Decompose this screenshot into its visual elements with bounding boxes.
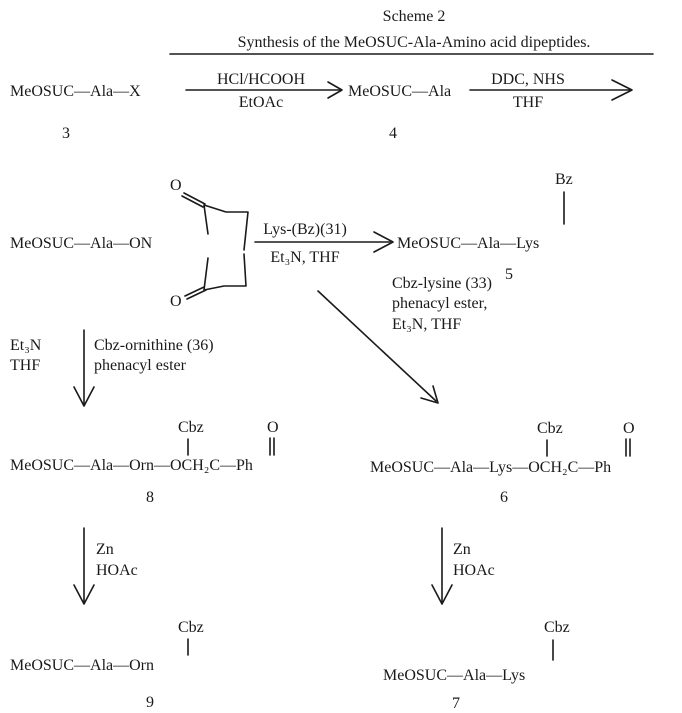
arrow3-reagent-bottom: Et₃N, THF (270, 249, 339, 266)
scheme-title: Scheme 2 (383, 8, 446, 25)
arrow2-head (611, 79, 633, 101)
right-reagent-2: phenacyl ester, (392, 295, 487, 312)
compound-5-sub: Bz (555, 171, 573, 188)
compound-6-formula: MeOSUC—Ala—Lys—OCH₂C—Ph (370, 459, 611, 476)
succinimide-oxygen-bottom: O (170, 293, 182, 310)
scheme-subtitle: Synthesis of the MeOSUC-Ala-Amino acid d… (238, 34, 591, 51)
compound-3-number: 3 (62, 125, 70, 142)
arrow3-reagent-top: Lys-(Bz)(31) (263, 221, 347, 238)
left-reagent-4: phenacyl ester (94, 357, 187, 374)
compound-8-formula: MeOSUC—Ala—Orn—OCH₂C—Ph (10, 457, 253, 474)
compound-4-formula: MeOSUC—Ala (348, 83, 451, 100)
compound-6-number: 6 (500, 489, 508, 506)
arrow1-reagent-bottom: EtOAc (239, 94, 283, 111)
right-arrow2-head (431, 584, 453, 605)
succinimide-oxygen-top: O (170, 177, 182, 194)
right-step2-reagent-2: HOAc (453, 562, 495, 579)
arrow2-reagent-top: DDC, NHS (491, 71, 565, 88)
compound-7-sub: Cbz (544, 619, 570, 636)
right-reagent-1: Cbz-lysine (33) (392, 275, 492, 292)
diagonal-arrow-head (420, 385, 439, 404)
compound-9-number: 9 (146, 694, 154, 711)
nhs-ester-formula: MeOSUC—Ala—ON (10, 235, 153, 252)
right-reagent-3: Et₃N, THF (392, 316, 461, 333)
left-step2-reagent-1: Zn (96, 541, 114, 558)
compound-3-formula: MeOSUC—Ala—X (10, 83, 141, 100)
compound-7-formula: MeOSUC—Ala—Lys (383, 667, 525, 684)
left-arrow1-head (73, 386, 95, 407)
compound-9-formula: MeOSUC—Ala—Orn (10, 657, 154, 674)
arrow1-head (327, 81, 343, 99)
diagonal-arrow-shaft (317, 290, 437, 402)
succinimide-ring-top (181, 192, 249, 251)
left-arrow2-head (73, 584, 95, 605)
compound-5-number: 5 (505, 266, 513, 283)
compound-8-sub: Cbz (178, 419, 204, 436)
compound-4-number: 4 (389, 125, 397, 142)
left-reagent-1: Et₃N (10, 337, 42, 354)
compound-7-number: 7 (452, 695, 460, 712)
compound-5-formula: MeOSUC—Ala—Lys (397, 235, 539, 252)
compound-8-number: 8 (146, 489, 154, 506)
compound-9-sub: Cbz (178, 619, 204, 636)
left-reagent-3: Cbz-ornithine (36) (94, 337, 214, 354)
compound-6-sub: Cbz (537, 420, 563, 437)
right-step2-reagent-1: Zn (453, 541, 471, 558)
arrow2-reagent-bottom: THF (513, 94, 543, 111)
compound-6-o: O (623, 420, 635, 437)
compound-8-o: O (267, 419, 279, 436)
arrow1-reagent-top: HCl/HCOOH (217, 71, 305, 88)
left-step2-reagent-2: HOAc (96, 562, 138, 579)
left-reagent-2: THF (10, 357, 40, 374)
arrow3-head (373, 231, 394, 253)
succinimide-ring-bottom (184, 253, 247, 300)
